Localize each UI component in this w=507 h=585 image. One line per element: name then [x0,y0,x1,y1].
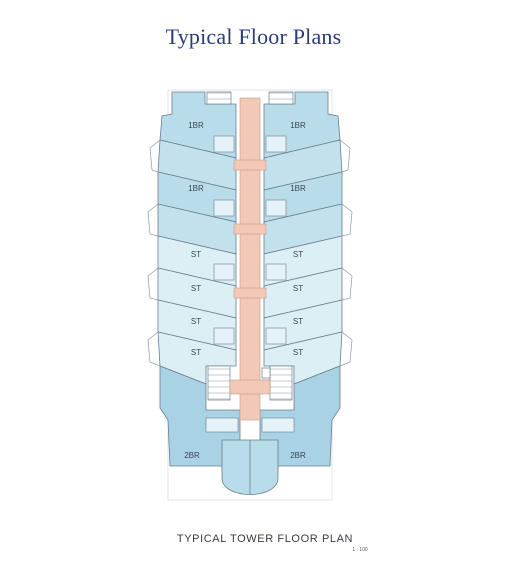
label-right-2: 1BR [290,184,306,193]
label-right-6: ST [293,348,303,357]
corridor [229,97,271,421]
label-left-3: ST [191,250,201,259]
core [206,91,294,401]
label-left-6: ST [191,348,201,357]
top-stair-left [206,91,232,105]
lift-1 [261,367,271,379]
bottom-units [159,365,341,495]
corridor-main [239,97,261,421]
label-left-4: ST [191,284,201,293]
corridor-node-4 [229,379,271,395]
label-right-4: ST [293,284,303,293]
balconies [147,139,353,367]
label-right-5: ST [293,317,303,326]
label-right-7: 2BR [290,451,306,460]
plan-scale: 1 : 100 [352,547,368,553]
left-wing [157,91,237,255]
page-title: Typical Floor Plans [165,24,342,49]
label-right-3: ST [293,250,303,259]
service-blocks [205,135,295,433]
corridor-node-3 [233,287,267,299]
plan-caption: TYPICAL TOWER FLOOR PLAN [176,533,354,545]
label-left-1: 1BR [188,121,204,130]
label-left-7: 2BR [184,451,200,460]
label-right-1: 1BR [290,121,306,130]
stair-right [269,365,293,401]
label-left-5: ST [191,317,201,326]
corridor-node-1 [233,159,267,171]
unit-labels: 1BR 1BR ST ST ST ST 2BR 1BR 1BR ST ST ST… [184,121,306,460]
right-wing [263,91,343,255]
stair-left [207,365,231,401]
corridor-node-2 [233,223,267,235]
top-stair-right [268,91,294,105]
label-left-2: 1BR [188,184,204,193]
